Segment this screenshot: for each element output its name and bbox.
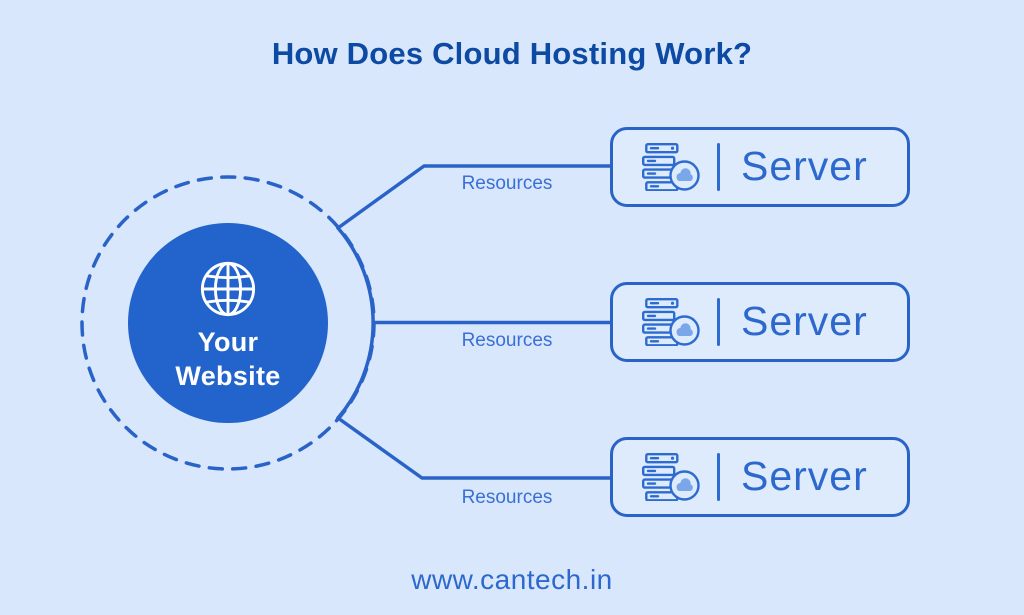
server-cloud-icon xyxy=(642,143,700,191)
resource-label-middle: Resources xyxy=(461,330,553,351)
cloud-icon xyxy=(676,478,693,491)
icon-text-divider xyxy=(717,143,720,191)
website-url: www.cantech.in xyxy=(411,564,613,595)
server-cloud-icon xyxy=(642,298,700,346)
resource-label-bottom: Resources xyxy=(461,487,553,508)
website-label-line1: Your xyxy=(197,327,259,357)
server-label: Server xyxy=(741,142,868,189)
cloud-icon xyxy=(676,323,693,336)
connector-top xyxy=(336,164,614,230)
website-label-line2: Website xyxy=(175,361,281,391)
globe-icon xyxy=(200,261,256,317)
server-label: Server xyxy=(741,297,868,344)
connector-bottom xyxy=(336,416,614,480)
server-node-3: Server xyxy=(610,437,910,517)
server-node-2: Server xyxy=(610,282,910,362)
website-node-label: Your Website xyxy=(128,325,328,393)
page-title: How Does Cloud Hosting Work? xyxy=(271,36,753,71)
server-node-1: Server xyxy=(610,127,910,207)
icon-text-divider xyxy=(717,298,720,346)
server-label: Server xyxy=(741,452,868,499)
icon-text-divider xyxy=(717,453,720,501)
cloud-icon xyxy=(676,168,693,181)
server-cloud-icon xyxy=(642,453,700,501)
your-website-node: Your Website xyxy=(128,223,328,423)
resource-label-top: Resources xyxy=(461,173,553,194)
distribution-arc xyxy=(336,226,375,420)
